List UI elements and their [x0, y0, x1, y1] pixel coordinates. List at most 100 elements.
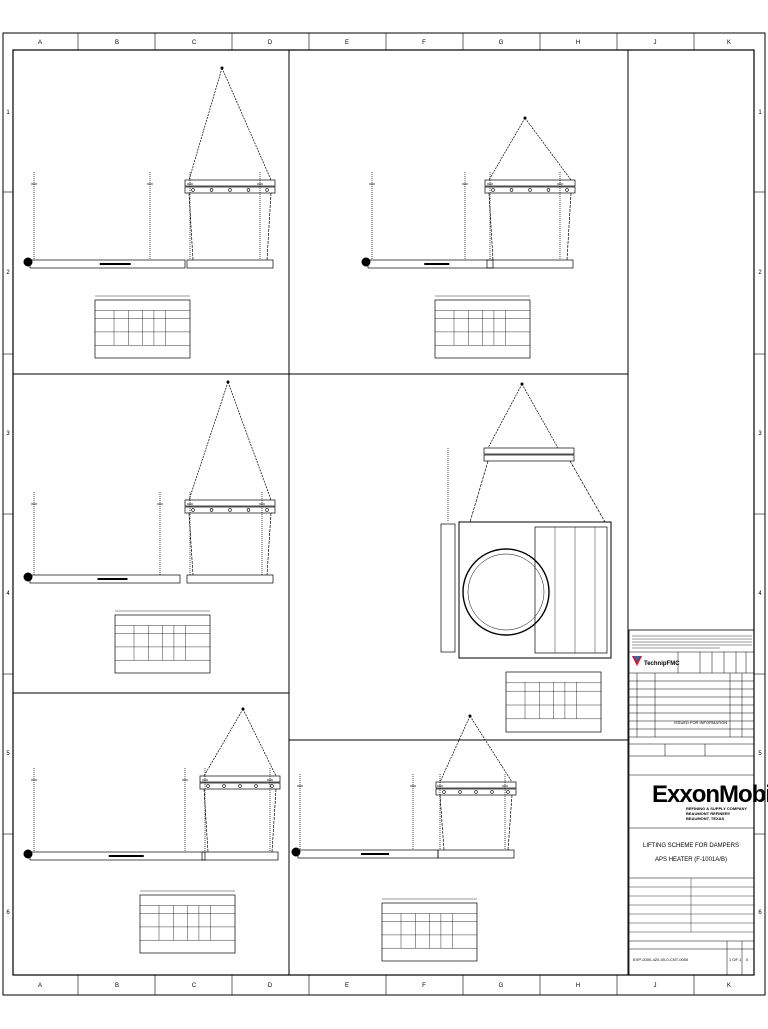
- shackle: [246, 188, 251, 192]
- spreader-beam: [199, 775, 281, 783]
- spreader-beam-lower: [484, 186, 576, 194]
- shackle: [458, 790, 462, 794]
- damper-blade: [437, 849, 515, 859]
- grid-col-label: J: [654, 983, 657, 989]
- shackle: [265, 188, 269, 192]
- sling-line: [227, 381, 272, 501]
- grid-col-label: D: [268, 40, 273, 46]
- title-block: TechnipFMC ISSUED FOR INFORMATION ExxonM…: [628, 629, 768, 976]
- grid-row-label: 1: [6, 110, 10, 116]
- grid-row-label: 3: [6, 431, 10, 437]
- lifting-data-table: [434, 299, 531, 359]
- signature-rows: [629, 878, 754, 933]
- company-logo: ExxonMobil: [652, 781, 768, 808]
- notes-lines: [632, 635, 752, 649]
- grid-col-label: E: [345, 983, 349, 989]
- shackle: [228, 508, 232, 512]
- lifting-data-table: [94, 299, 191, 359]
- sling-line: [507, 794, 513, 851]
- lifting-data-table: [139, 894, 236, 954]
- grid-col-label: A: [38, 983, 42, 989]
- grid-col-label: J: [654, 40, 657, 46]
- sling-line: [488, 192, 494, 261]
- sling-line: [469, 715, 513, 783]
- sling-line: [521, 383, 559, 449]
- grid-col-label: B: [115, 40, 119, 46]
- grid-col-label: H: [576, 983, 580, 989]
- shackle: [442, 790, 446, 794]
- lifting-schemes: [23, 66, 612, 962]
- lifting-data-table: [381, 902, 478, 962]
- contractor-name: TechnipFMC: [644, 661, 680, 667]
- sling-line: [566, 192, 572, 261]
- revision-note: ISSUED FOR INFORMATION: [674, 720, 727, 725]
- grid-col-label: F: [422, 983, 426, 989]
- grid-col-label: F: [422, 40, 426, 46]
- sling-line: [488, 117, 526, 181]
- grid-row-label: 6: [6, 910, 10, 916]
- sling-line: [221, 67, 272, 181]
- damper-frame: [458, 521, 612, 659]
- damper-housing: [534, 526, 608, 654]
- sling-line: [439, 715, 471, 783]
- grid-col-label: C: [192, 983, 197, 989]
- grid-col-label: C: [192, 40, 197, 46]
- grid-col-label: H: [576, 40, 580, 46]
- column-ticks: [77, 33, 695, 995]
- inner-border: [12, 49, 755, 976]
- sling-line: [188, 381, 229, 501]
- grid-col-label: E: [345, 40, 349, 46]
- grid-col-label: G: [499, 40, 504, 46]
- drawing-number: EXP-2000-420-00-0-CNT-0000: [633, 957, 689, 962]
- damper-blade: [186, 259, 274, 269]
- shackle: [238, 784, 242, 788]
- grid-col-label: G: [499, 983, 504, 989]
- row-ticks: [3, 191, 765, 835]
- drawing-title-line-1: LIFTING SCHEME FOR DAMPERS: [643, 843, 739, 849]
- shackle: [528, 188, 532, 192]
- sling-line: [469, 460, 489, 523]
- spreader-beam-lower: [184, 506, 276, 514]
- spreader-beam: [483, 447, 575, 455]
- sling-line: [569, 460, 606, 523]
- sling-line: [242, 708, 277, 777]
- damper-blade: [186, 574, 274, 584]
- grid-row-label: 5: [6, 751, 10, 757]
- grid-row-label: 1: [758, 110, 762, 116]
- shackle: [474, 790, 478, 794]
- grid-col-label: D: [268, 983, 273, 989]
- revision-table: [629, 673, 754, 738]
- sling-line: [487, 383, 523, 449]
- grid-col-label: B: [115, 983, 119, 989]
- sling-line: [271, 788, 277, 853]
- spreader-beam: [484, 179, 576, 187]
- shackle: [509, 188, 514, 192]
- revision-number: 0: [746, 957, 749, 962]
- grid-row-label: 2: [758, 270, 762, 276]
- grid-col-label: A: [38, 40, 42, 46]
- drawing-title-line-2: APS HEATER (F-1001A/B): [655, 857, 727, 863]
- shackle: [206, 784, 210, 788]
- grid-row-label: 4: [6, 591, 10, 597]
- damper-blade: [486, 259, 574, 269]
- grid-col-label: K: [727, 983, 731, 989]
- outer-border: [2, 32, 766, 996]
- shackle: [228, 188, 232, 192]
- shackle: [270, 784, 274, 788]
- lifting-data-table: [114, 614, 211, 674]
- shackle: [506, 790, 510, 794]
- technipfmc-logo: [632, 656, 642, 666]
- sling-line: [203, 788, 209, 853]
- grid-row-label: 6: [758, 910, 762, 916]
- damper-disc: [462, 548, 550, 636]
- sheet-number: 1 OF 1: [729, 957, 742, 962]
- grid-row-label: 4: [758, 591, 762, 597]
- shackle: [191, 508, 195, 512]
- spreader-beam-lower: [199, 782, 281, 790]
- shackle: [191, 188, 195, 192]
- sling-line: [188, 67, 223, 181]
- shackle: [209, 508, 214, 512]
- sling-line: [524, 117, 572, 181]
- shackle: [491, 188, 495, 192]
